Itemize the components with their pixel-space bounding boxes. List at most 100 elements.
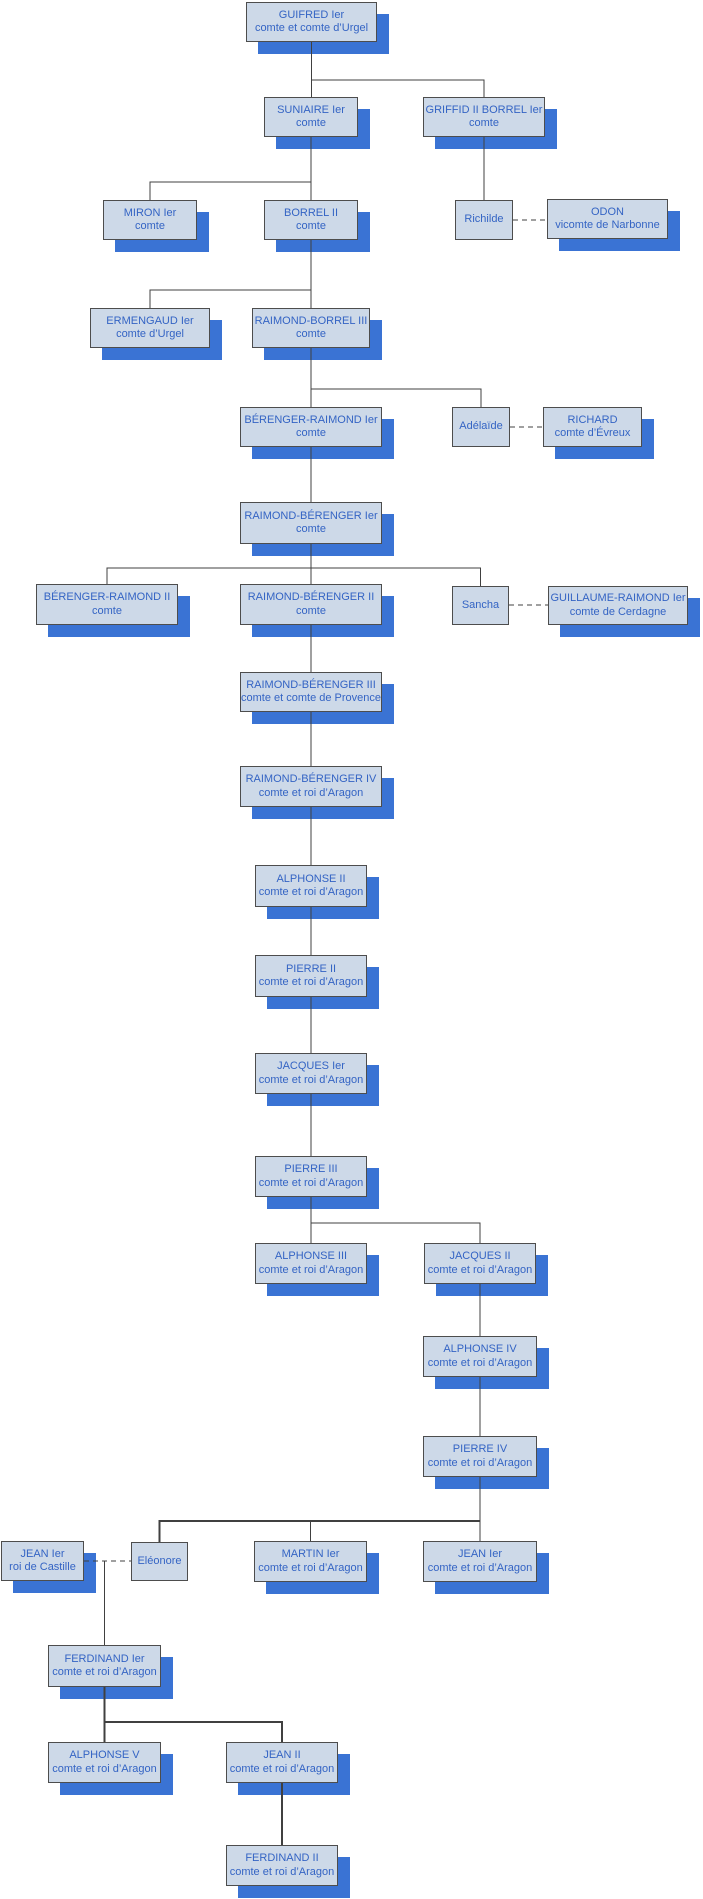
person-name: ALPHONSE II bbox=[276, 872, 346, 885]
person-title: comte bbox=[296, 523, 326, 535]
descent-line-14 bbox=[311, 567, 481, 586]
person-name: Eléonore bbox=[137, 1554, 182, 1567]
tree-node-adelaide[interactable]: Adélaïde bbox=[452, 407, 510, 447]
person-name: GUIFRED Ier bbox=[278, 8, 345, 21]
descent-line-1 bbox=[311, 79, 485, 97]
person-title: roi de Castille bbox=[9, 1561, 76, 1573]
descent-line-23 bbox=[311, 1222, 481, 1243]
descent-line-32 bbox=[104, 1721, 283, 1742]
person-name: JEAN Ier bbox=[457, 1548, 502, 1560]
person-name: ERMENGAUD Ier bbox=[106, 314, 194, 327]
person-title: comte de Cerdagne bbox=[569, 605, 667, 618]
person-title: comte et comte de Provence bbox=[241, 692, 382, 704]
person-title: comte d’Évreux bbox=[554, 427, 631, 439]
person-name: BÉRENGER-RAIMOND II bbox=[43, 591, 171, 603]
person-name: SUNIAIRE Ier bbox=[277, 103, 345, 116]
person-name: JEAN Ier bbox=[20, 1547, 65, 1560]
person-name: RAIMOND-BÉRENGER Ier bbox=[244, 509, 378, 522]
person-title: comte et roi d’Aragon bbox=[258, 786, 364, 799]
person-name: BÉRENGER-RAIMOND Ier bbox=[244, 413, 378, 426]
person-title: comte bbox=[296, 117, 326, 129]
person-name: JEAN II bbox=[263, 1749, 301, 1761]
person-name: RICHARD bbox=[567, 413, 618, 426]
person-name: GUILLAUME-RAIMOND Ier bbox=[550, 592, 686, 604]
person-name: ODON bbox=[591, 205, 624, 218]
person-title: comte et roi d’Aragon bbox=[52, 1666, 157, 1678]
person-title: comte bbox=[469, 117, 499, 129]
person-name: RAIMOND-BÉRENGER II bbox=[247, 591, 375, 603]
person-title: comte et roi d’Aragon bbox=[258, 1561, 363, 1574]
person-title: comte et roi d’Aragon bbox=[52, 1762, 157, 1775]
descent-line-13 bbox=[106, 567, 311, 584]
descent-line-9 bbox=[311, 388, 482, 407]
person-title: comte et roi d’Aragon bbox=[258, 1073, 364, 1086]
person-title: comte bbox=[296, 220, 326, 232]
person-title: comte bbox=[296, 427, 326, 439]
person-title: comte et comte d’Urgel bbox=[254, 22, 369, 34]
person-title: comte bbox=[296, 328, 326, 340]
descent-line-27 bbox=[158, 1520, 480, 1542]
person-title: vicomte de Narbonne bbox=[555, 219, 660, 231]
descent-line-3 bbox=[149, 181, 311, 200]
person-name: JACQUES Ier bbox=[277, 1060, 345, 1072]
tree-node-eleonore[interactable]: Eléonore bbox=[131, 1542, 188, 1581]
person-name: BORREL II bbox=[284, 206, 338, 219]
person-title: comte bbox=[135, 220, 165, 232]
person-title: comte et roi d’Aragon bbox=[229, 1762, 335, 1775]
person-title: comte bbox=[92, 604, 122, 617]
person-name: MIRON Ier bbox=[123, 206, 177, 219]
person-name: Adélaïde bbox=[459, 420, 503, 433]
person-title: comte et roi d’Aragon bbox=[258, 976, 364, 988]
person-title: comte et roi d’Aragon bbox=[427, 1263, 533, 1276]
tree-node-sancha[interactable]: Sancha bbox=[452, 586, 509, 625]
person-title: comte et roi d’Aragon bbox=[258, 1176, 364, 1189]
person-name: PIERRE III bbox=[284, 1163, 338, 1175]
person-title: comte d’Urgel bbox=[116, 328, 184, 340]
person-name: ALPHONSE III bbox=[274, 1250, 348, 1262]
person-name: Sancha bbox=[461, 598, 500, 611]
person-name: Richilde bbox=[464, 213, 504, 226]
person-title: comte et roi d’Aragon bbox=[427, 1456, 533, 1469]
person-title: comte bbox=[296, 604, 326, 617]
tree-node-richilde[interactable]: Richilde bbox=[455, 200, 513, 240]
person-name: FERDINAND Ier bbox=[64, 1652, 145, 1665]
person-title: comte et roi d’Aragon bbox=[258, 1263, 364, 1276]
descent-line-7 bbox=[149, 289, 311, 308]
person-name: GRIFFID II BORREL Ier bbox=[425, 103, 543, 116]
person-name: MARTIN Ier bbox=[281, 1548, 340, 1560]
person-title: comte et roi d’Aragon bbox=[427, 1561, 533, 1574]
